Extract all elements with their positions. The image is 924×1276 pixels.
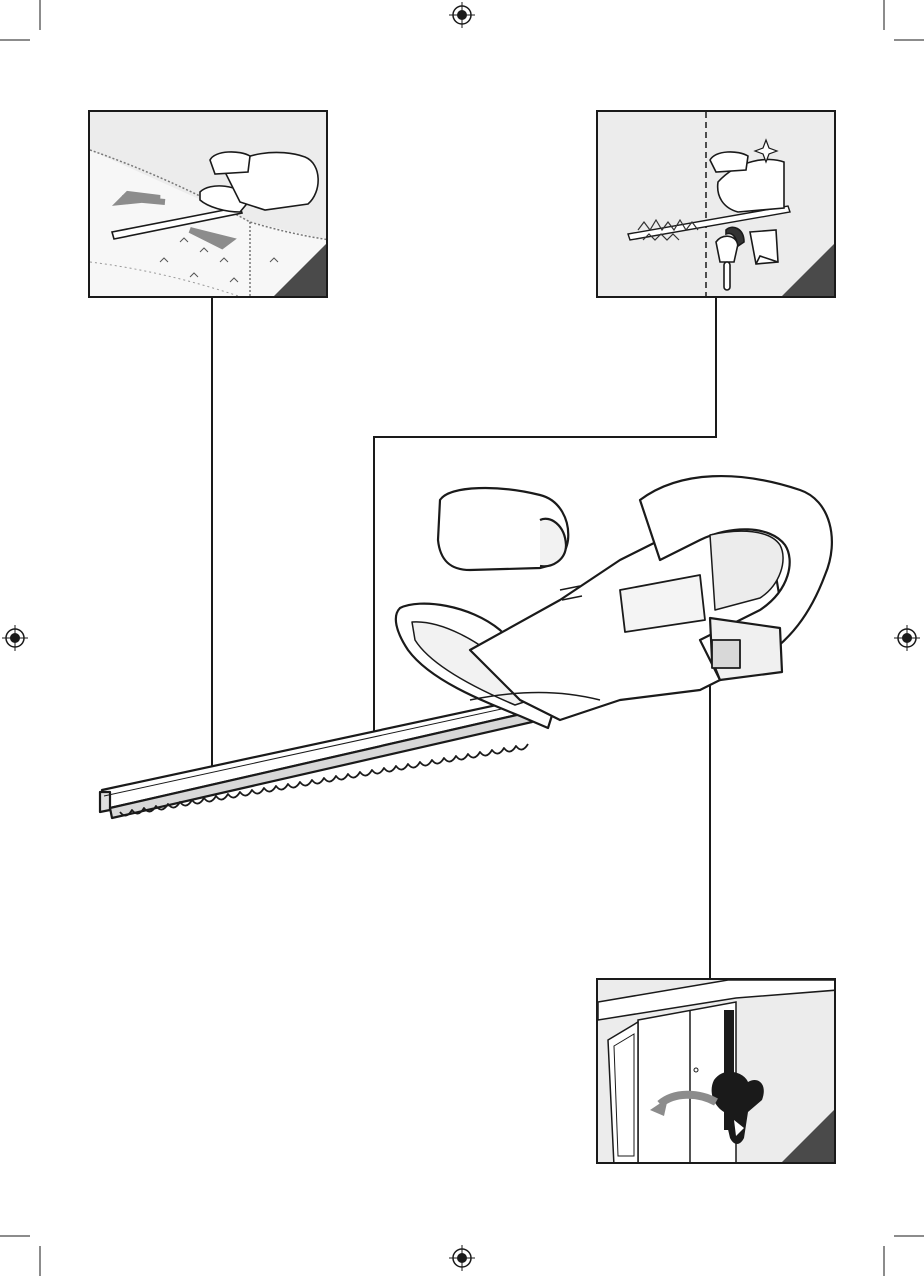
corner-marker (274, 244, 326, 296)
illustration-storage-cabinet (596, 978, 836, 1164)
corner-marker (782, 244, 834, 296)
illustration-trimming-hedge (88, 110, 328, 298)
corner-marker (782, 1110, 834, 1162)
illustration-cleaning-blade (596, 110, 836, 298)
